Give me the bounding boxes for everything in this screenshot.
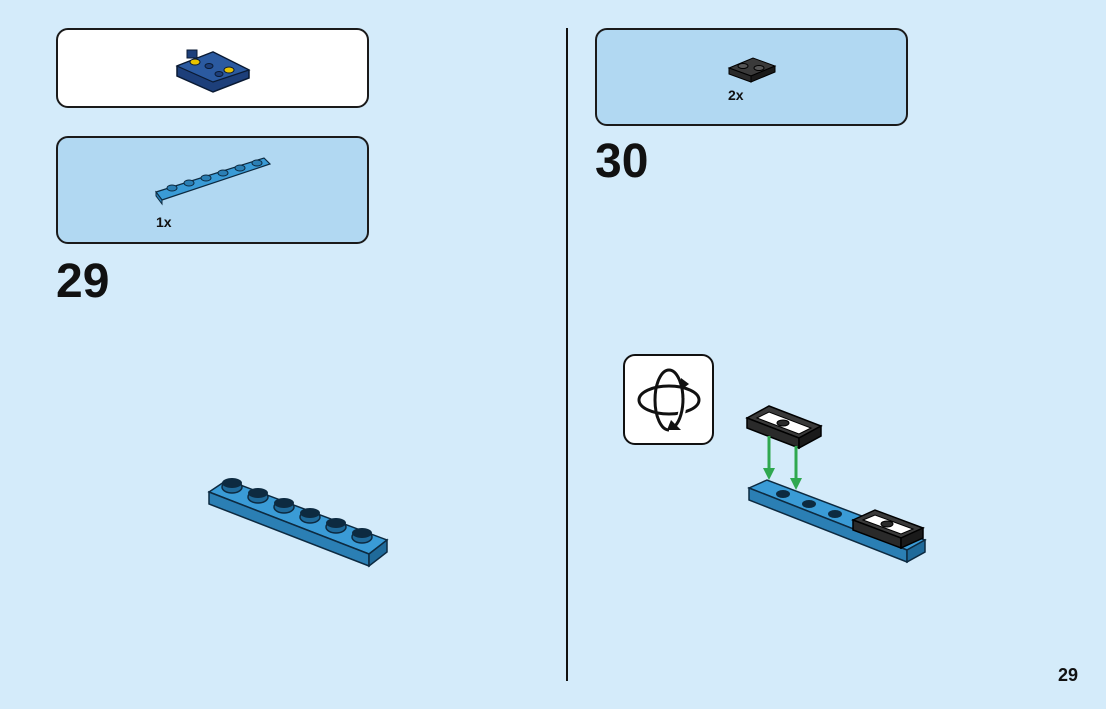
black-1x2-plate-icon [727,57,777,83]
rotate-model-icon [623,354,714,445]
parts-callout-step-30: 2x [595,28,908,126]
step-30-model [745,405,927,564]
dark-blue-assembly-icon [175,49,251,93]
blue-1x6-plate-icon [155,157,272,206]
quantity-label: 1x [156,214,172,230]
page-divider [566,28,568,681]
green-down-arrow [763,436,802,490]
page-number: 29 [1057,665,1078,685]
step-number: 30 [595,135,649,188]
parts-callout-step-29: 1x [56,136,369,244]
submodel-callout [56,28,369,108]
step-number: 29 [56,255,110,308]
blue-1x6-plate-model [207,478,389,568]
quantity-label: 2x [728,87,744,103]
